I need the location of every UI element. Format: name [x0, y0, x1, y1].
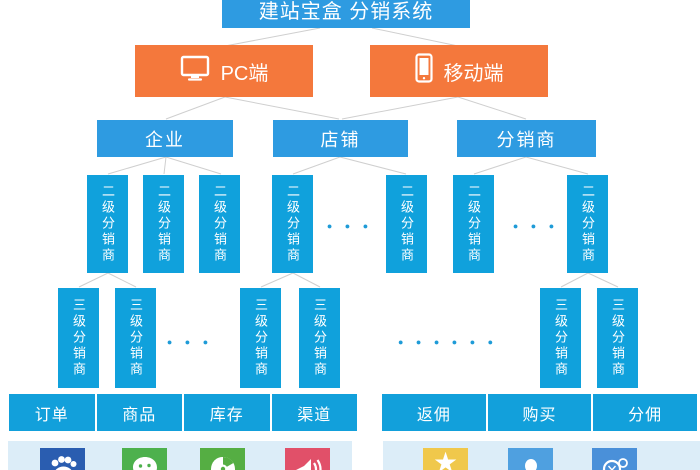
smartphone-icon — [414, 53, 433, 89]
bar-cell-inventory: 库存 — [184, 394, 270, 431]
bar-cell-products: 商品 — [96, 394, 182, 431]
monitor-icon — [180, 55, 210, 87]
bar-cell-orders: 订单 — [9, 394, 95, 431]
ellipsis-dots: ● ● ● — [512, 221, 560, 231]
mobile-feature-bar: 返佣 购买 分佣 — [382, 394, 698, 431]
category-enterprise: 企业 — [97, 120, 233, 157]
ellipsis-dots: ● ● ● ● ● ● — [398, 337, 499, 347]
bar-cell-channels: 渠道 — [271, 394, 357, 431]
level2-distributor-box: 二级分销商 — [453, 175, 494, 273]
baidu-icon — [40, 448, 85, 470]
platform-pc: PC端 — [135, 45, 313, 97]
ellipsis-dots: ● ● ● — [326, 221, 374, 231]
category-shop: 店铺 — [273, 120, 408, 157]
platform-mobile-label: 移动端 — [443, 62, 504, 85]
star-icon: ★ — [423, 448, 468, 470]
bar-cell-rebate: 返佣 — [382, 394, 486, 431]
level3-distributor-box: 三级分销商 — [299, 288, 340, 388]
bar-cell-commission: 分佣 — [593, 394, 698, 431]
platform-mobile: 移动端 — [370, 45, 548, 97]
megaphone-icon — [285, 448, 330, 470]
bar-cell-purchase: 购买 — [487, 394, 592, 431]
star-glyph: ★ — [432, 447, 459, 470]
wechat-icon — [122, 448, 167, 470]
level3-distributor-box: 三级分销商 — [597, 288, 638, 388]
category-distributor: 分销商 — [457, 120, 596, 157]
browser-360-icon — [200, 448, 245, 470]
platform-pc-label: PC端 — [220, 62, 269, 85]
level3-distributor-box: 三级分销商 — [240, 288, 281, 388]
level2-distributor-box: 二级分销商 — [272, 175, 313, 273]
level2-distributor-box: 二级分销商 — [143, 175, 184, 273]
level2-distributor-box: 二级分销商 — [567, 175, 608, 273]
level3-distributor-box: 三级分销商 — [540, 288, 581, 388]
coins-icon — [592, 448, 637, 470]
pc-feature-bar: 订单 商品 库存 渠道 — [9, 394, 357, 431]
level2-distributor-box: 二级分销商 — [386, 175, 427, 273]
level3-distributor-box: 三级分销商 — [58, 288, 99, 388]
ellipsis-dots: ● ● ● — [166, 337, 214, 347]
diagram-title: 建站宝盒 分销系统 — [222, 0, 470, 28]
level2-distributor-box: 二级分销商 — [87, 175, 128, 273]
level3-distributor-box: 三级分销商 — [115, 288, 156, 388]
person-icon — [508, 448, 553, 470]
level2-distributor-box: 二级分销商 — [199, 175, 240, 273]
